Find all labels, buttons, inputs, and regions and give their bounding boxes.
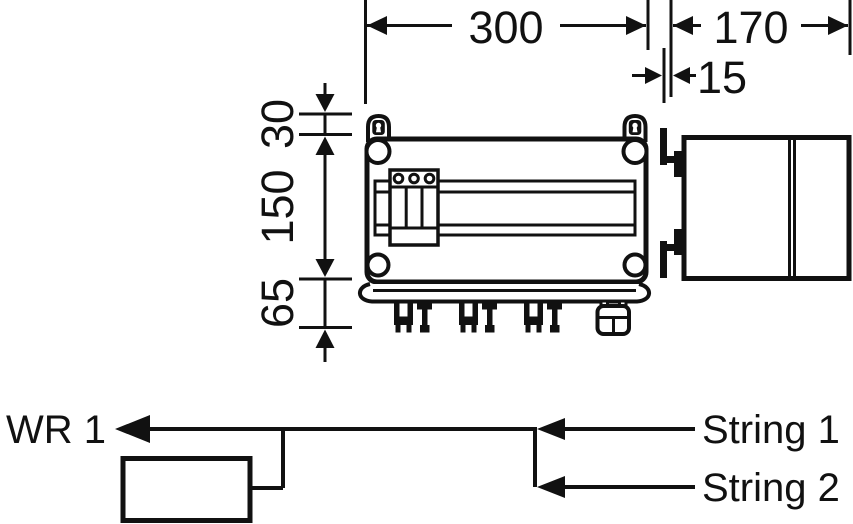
dimension-left-column: 30 150 65	[252, 83, 352, 362]
arrow-down-icon	[315, 259, 335, 277]
dim-tab-height-label: 30	[252, 99, 303, 149]
keyhole-icon	[628, 120, 642, 135]
side-view	[660, 128, 852, 281]
dim-width-label: 300	[468, 2, 543, 53]
arrow-up-icon	[315, 136, 335, 155]
string-2-label: String 2	[702, 466, 840, 510]
dimension-depth-170: 170	[673, 2, 848, 53]
arrow-right-icon	[828, 16, 848, 35]
arrow-up-icon	[315, 329, 335, 348]
screw-top-left	[364, 138, 392, 165]
dimension-offset-15: 15	[632, 52, 747, 103]
arrow-left-icon	[537, 476, 565, 498]
bottom-flange	[357, 282, 652, 304]
screw-top-right	[621, 138, 649, 165]
dim-offset-label: 15	[697, 52, 747, 103]
keyhole-icon	[372, 120, 385, 135]
arrow-left-icon	[673, 16, 693, 35]
dimension-width-300: 300	[367, 2, 646, 53]
dim-connector-height-label: 65	[252, 278, 303, 328]
arrow-left-icon	[537, 418, 565, 440]
wall-bracket-bottom	[660, 229, 683, 278]
arrow-right-icon	[645, 67, 662, 84]
arrow-down-icon	[315, 94, 335, 112]
cable-gland	[595, 299, 631, 336]
side-body	[681, 135, 852, 281]
surge-protector	[388, 168, 440, 247]
screw-bottom-right	[622, 252, 648, 278]
mc4-connector-pair	[394, 303, 432, 333]
terminal-icon	[392, 172, 405, 185]
arrow-left-icon	[673, 67, 690, 84]
dim-body-height-label: 150	[252, 169, 303, 244]
screw-bottom-left	[365, 252, 391, 278]
wall-bracket-top	[660, 128, 683, 177]
junction-box-symbol	[120, 456, 253, 523]
inverter-label: WR 1	[6, 408, 106, 452]
front-view	[357, 113, 652, 336]
string-1-label: String 1	[702, 408, 840, 452]
extension-lines	[364, 0, 852, 104]
arrow-left-icon	[115, 415, 150, 443]
mc4-connector-pair	[459, 303, 497, 333]
wiring-schematic: WR 1 String 1 String 2	[6, 408, 840, 523]
arrow-left-icon	[367, 16, 387, 35]
mc4-connector-pair	[524, 303, 562, 333]
terminal-icon	[408, 172, 420, 185]
terminal-icon	[423, 172, 436, 185]
dim-depth-label: 170	[713, 2, 788, 53]
arrow-right-icon	[626, 16, 646, 35]
